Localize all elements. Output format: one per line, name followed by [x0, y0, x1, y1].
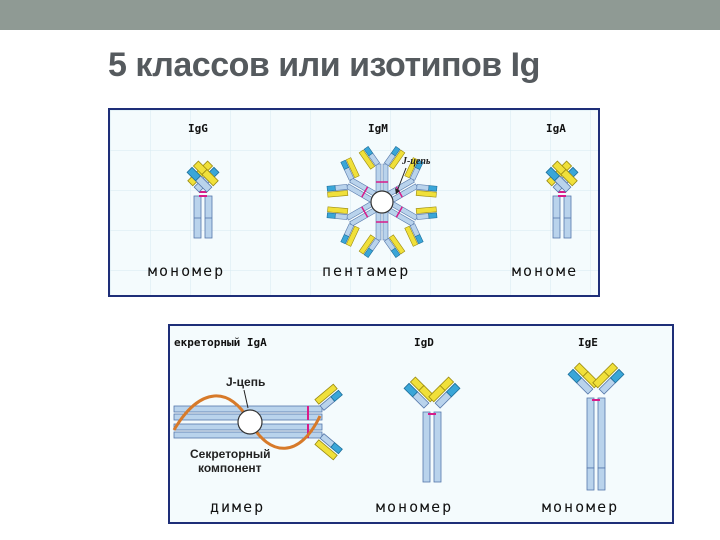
top-diagram-svg: IgG IgM J-цепь IgA мономер пентамер моно…: [110, 110, 598, 295]
label-ige: IgE: [578, 336, 598, 349]
caption-monomer-igd: мономер: [376, 498, 453, 516]
bottom-diagram-svg: екреторный IgA J-цепь Секреторный компон…: [172, 336, 625, 516]
igd-monomer-figure: [403, 376, 461, 483]
top-accent-bar: [0, 0, 720, 30]
ige-monomer-figure: [567, 362, 625, 491]
label-secretory-iga: екреторный IgA: [174, 336, 267, 349]
j-chain-arrowhead: [395, 188, 400, 194]
slide-title: 5 классов или изотипов Ig: [108, 46, 540, 84]
label-igg: IgG: [188, 122, 208, 135]
secretory-component-label-line2: компонент: [198, 461, 262, 475]
caption-monomer-right: мономе: [512, 262, 578, 280]
label-iga: IgA: [546, 122, 566, 135]
caption-dimer: димер: [210, 498, 265, 516]
caption-pentamer: пентамер: [322, 262, 410, 280]
grid-background: [110, 110, 598, 295]
dimer-j-chain-label: J-цепь: [226, 375, 265, 389]
j-chain-circle: [370, 190, 394, 214]
dimer-j-chain-circle: [237, 409, 263, 435]
dimer-j-chain-arrow: [243, 389, 249, 409]
j-chain-label: J-цепь: [401, 156, 431, 167]
bottom-diagram-panel: екреторный IgA J-цепь Секреторный компон…: [168, 324, 674, 524]
label-igm: IgM: [368, 122, 388, 135]
caption-monomer-ige: мономер: [542, 498, 619, 516]
secretory-iga-dimer-figure: [172, 383, 343, 461]
secretory-component-label-line1: Секреторный: [190, 447, 270, 461]
caption-monomer-left: мономер: [148, 262, 225, 280]
igm-pentamer-figure: [321, 145, 443, 259]
top-diagram-panel: IgG IgM J-цепь IgA мономер пентамер моно…: [108, 108, 600, 297]
label-igd: IgD: [414, 336, 434, 349]
